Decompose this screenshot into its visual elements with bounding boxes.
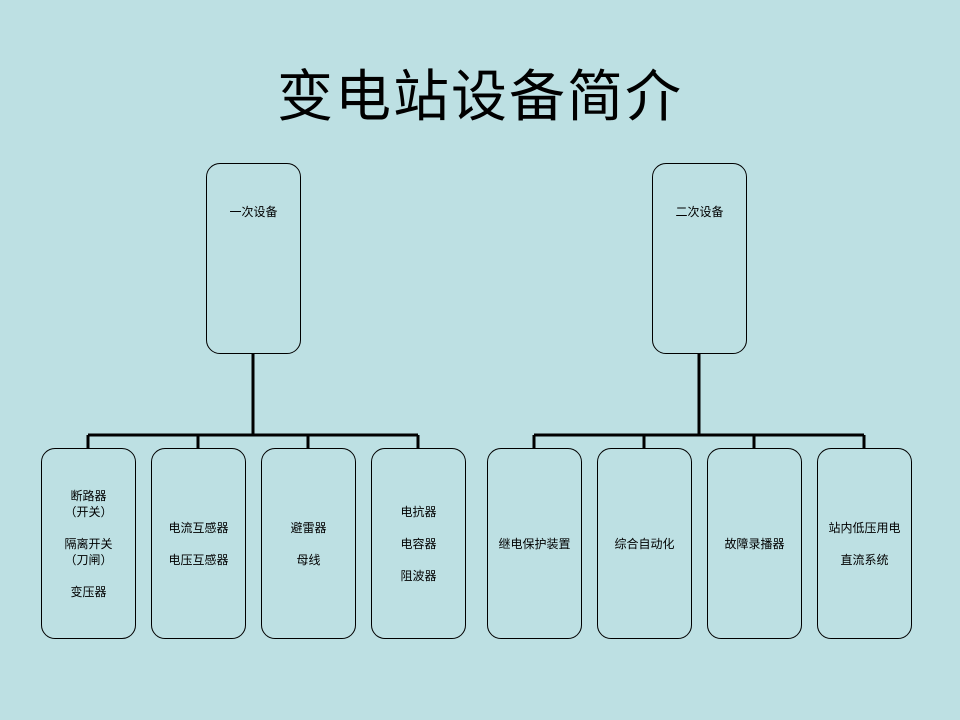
primary-child-box-4: 电抗器 电容器 阻波器: [371, 448, 466, 639]
primary-child-box-3: 避雷器 母线: [261, 448, 356, 639]
secondary-child-box-1: 继电保护装置: [487, 448, 582, 639]
secondary-child-label-1: 继电保护装置: [498, 536, 571, 551]
secondary-child-box-3: 故障录播器: [707, 448, 802, 639]
primary-child-label-4: 电抗器 电容器 阻波器: [400, 504, 437, 583]
secondary-equipment-box: 二次设备: [652, 163, 747, 354]
primary-child-box-1: 断路器 （开关） 隔离开关 （刀闸） 变压器: [41, 448, 136, 639]
primary-equipment-box: 一次设备: [206, 163, 301, 354]
primary-child-label-1: 断路器 （开关） 隔离开关 （刀闸） 变压器: [64, 488, 113, 599]
secondary-child-box-2: 综合自动化: [597, 448, 692, 639]
secondary-equipment-label: 二次设备: [675, 204, 724, 219]
page-title: 变电站设备简介: [277, 65, 683, 130]
primary-equipment-label: 一次设备: [229, 204, 278, 219]
primary-child-box-2: 电流互感器 电压互感器: [151, 448, 246, 639]
secondary-child-label-4: 站内低压用电 直流系统: [828, 520, 901, 567]
secondary-child-label-3: 故障录播器: [724, 536, 785, 551]
primary-child-label-2: 电流互感器 电压互感器: [168, 520, 229, 567]
secondary-child-label-2: 综合自动化: [614, 536, 675, 551]
primary-child-label-3: 避雷器 母线: [290, 520, 327, 567]
secondary-child-box-4: 站内低压用电 直流系统: [817, 448, 912, 639]
